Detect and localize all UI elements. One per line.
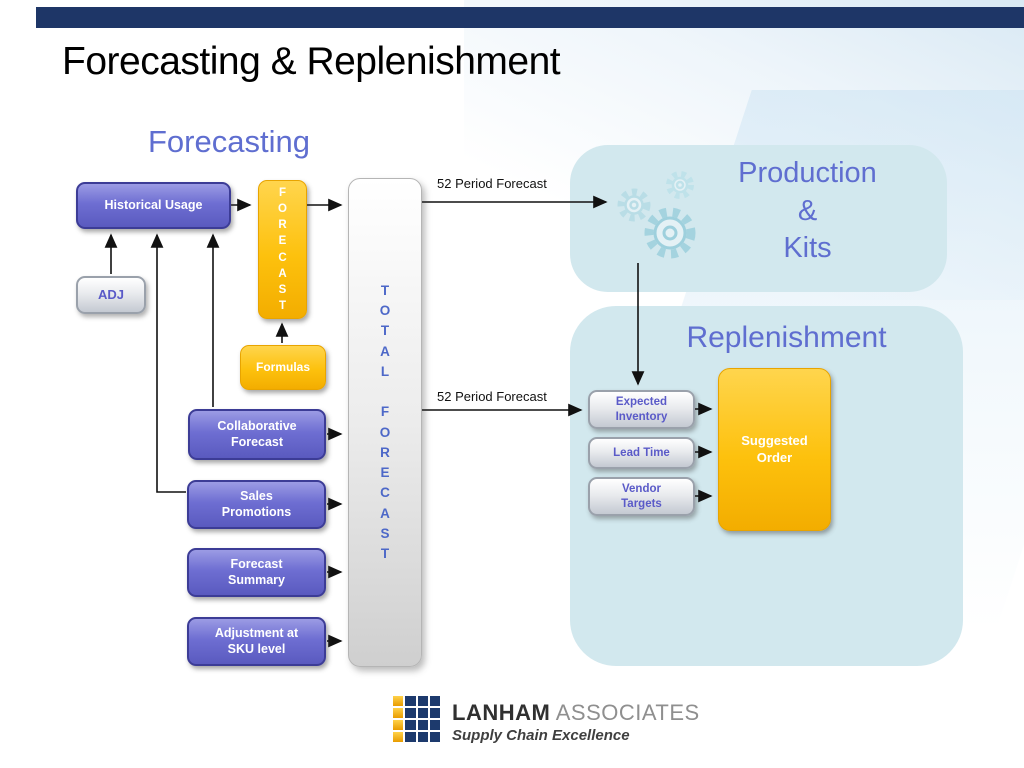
page-title: Forecasting & Replenishment [62, 40, 561, 83]
lead-time-box: Lead Time [588, 437, 695, 469]
brand-name: LANHAM ASSOCIATES [452, 700, 700, 726]
forecast-vertical-box: F O R E C A S T [258, 180, 307, 319]
suggested-order-box: Suggested Order [718, 368, 831, 531]
brand-text: LANHAM ASSOCIATES Supply Chain Excellenc… [452, 700, 700, 744]
gears-icon [617, 171, 696, 259]
production-panel: Production & Kits [570, 145, 947, 292]
total-forecast-box: T O T A L F O R E C A S T [348, 178, 422, 667]
label-52-period-forecast-bottom: 52 Period Forecast [437, 389, 547, 404]
replenishment-heading: Replenishment [686, 321, 887, 354]
brand-name-secondary: ASSOCIATES [555, 700, 700, 725]
brand-logo [393, 696, 440, 742]
forecast-summary-box: Forecast Summary [187, 548, 326, 597]
brand-name-primary: LANHAM [452, 700, 551, 725]
brand-tagline: Supply Chain Excellence [452, 727, 630, 744]
production-title: Production & Kits [738, 157, 877, 265]
historical-usage-box: Historical Usage [76, 182, 231, 229]
sales-promotions-box: Sales Promotions [187, 480, 326, 529]
vendor-targets-box: Vendor Targets [588, 477, 695, 516]
formulas-box: Formulas [240, 345, 326, 390]
adj-box: ADJ [76, 276, 146, 314]
forecasting-heading: Forecasting [148, 124, 310, 159]
collaborative-forecast-box: Collaborative Forecast [188, 409, 326, 460]
label-52-period-forecast-top: 52 Period Forecast [437, 176, 547, 191]
adjustment-sku-box: Adjustment at SKU level [187, 617, 326, 666]
top-bar [36, 7, 1024, 28]
expected-inventory-box: Expected Inventory [588, 390, 695, 429]
